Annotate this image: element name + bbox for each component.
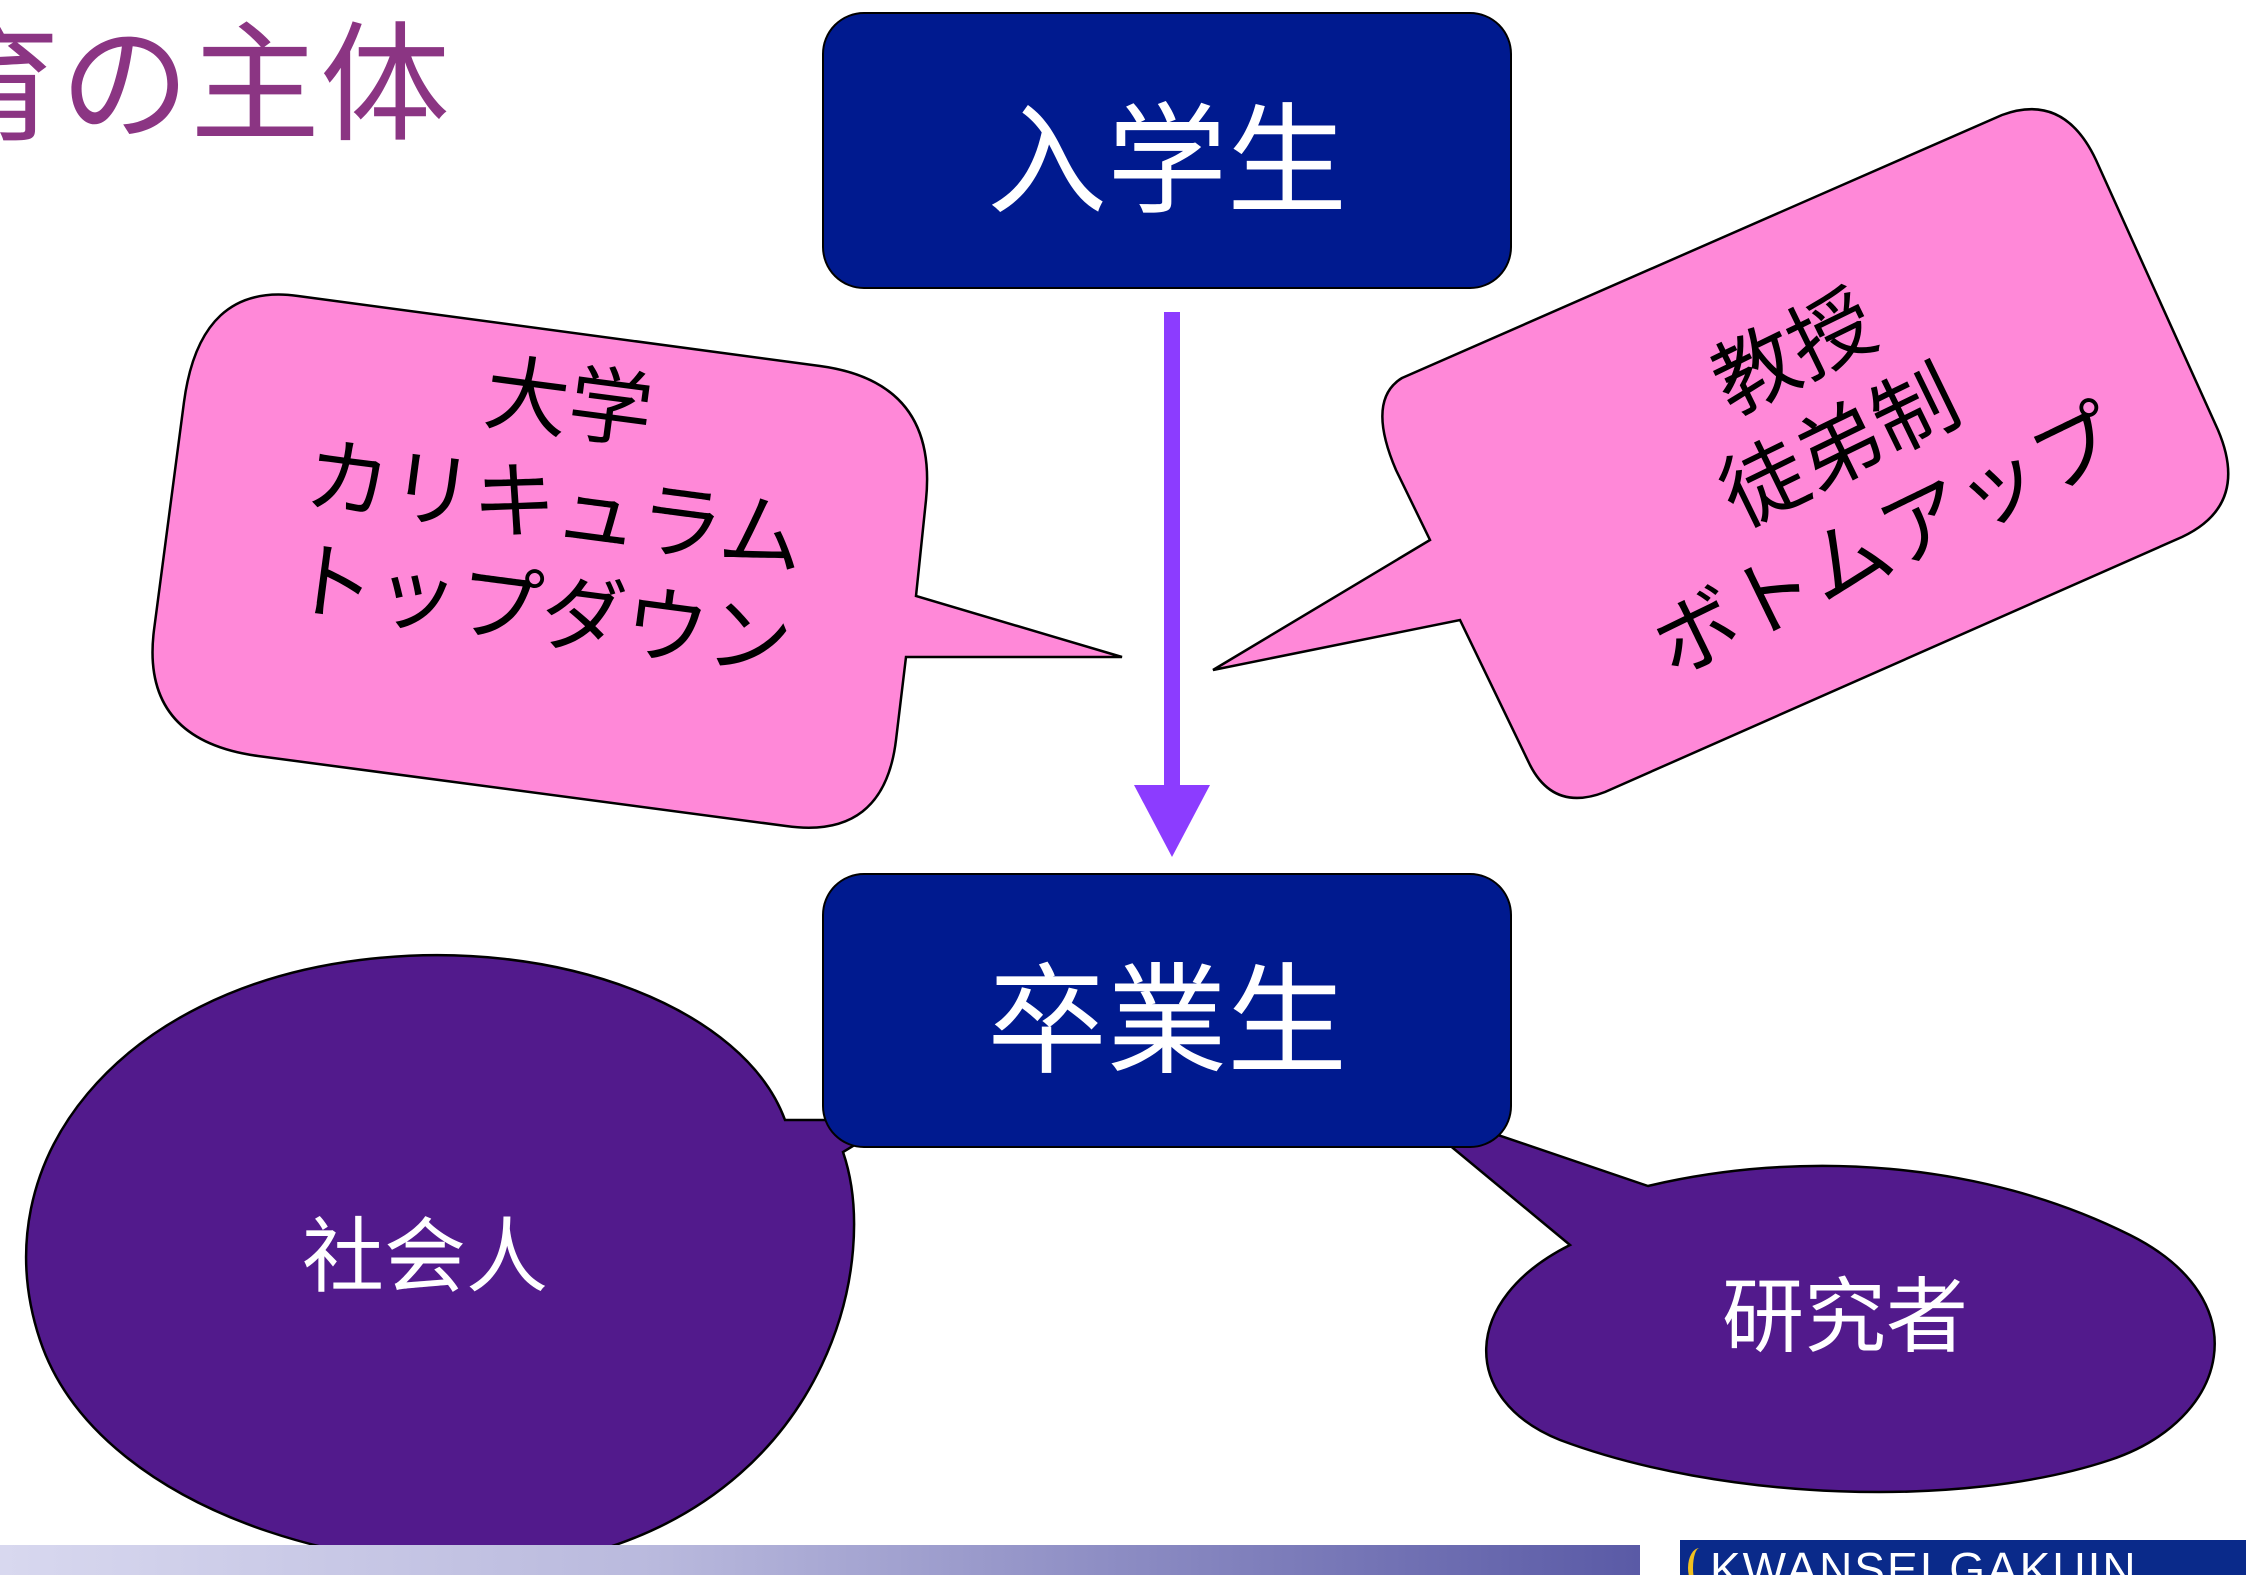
footer-gradient-bar	[0, 1545, 1640, 1575]
flow-arrow-head	[1134, 785, 1210, 857]
university-logo: KWANSEI GAKUIN	[1680, 1540, 2246, 1575]
callout-society	[24, 953, 901, 1566]
speech-bubble-professor	[1212, 107, 2230, 800]
node-graduate: 卒業生	[822, 873, 1512, 1148]
node-entrance: 入学生	[822, 12, 1512, 289]
logo-text: KWANSEI GAKUIN	[1710, 1543, 2138, 1575]
page-title: 育の主体	[0, 9, 451, 161]
outcome-researcher-label: 研究者	[1721, 1270, 1968, 1365]
flow-arrow-shaft	[1164, 312, 1180, 792]
speech-bubble-university	[151, 293, 1123, 829]
callout-researcher	[1394, 1098, 2216, 1494]
outcome-society-label: 社会人	[301, 1210, 548, 1305]
crescent-icon	[1688, 1548, 1711, 1575]
